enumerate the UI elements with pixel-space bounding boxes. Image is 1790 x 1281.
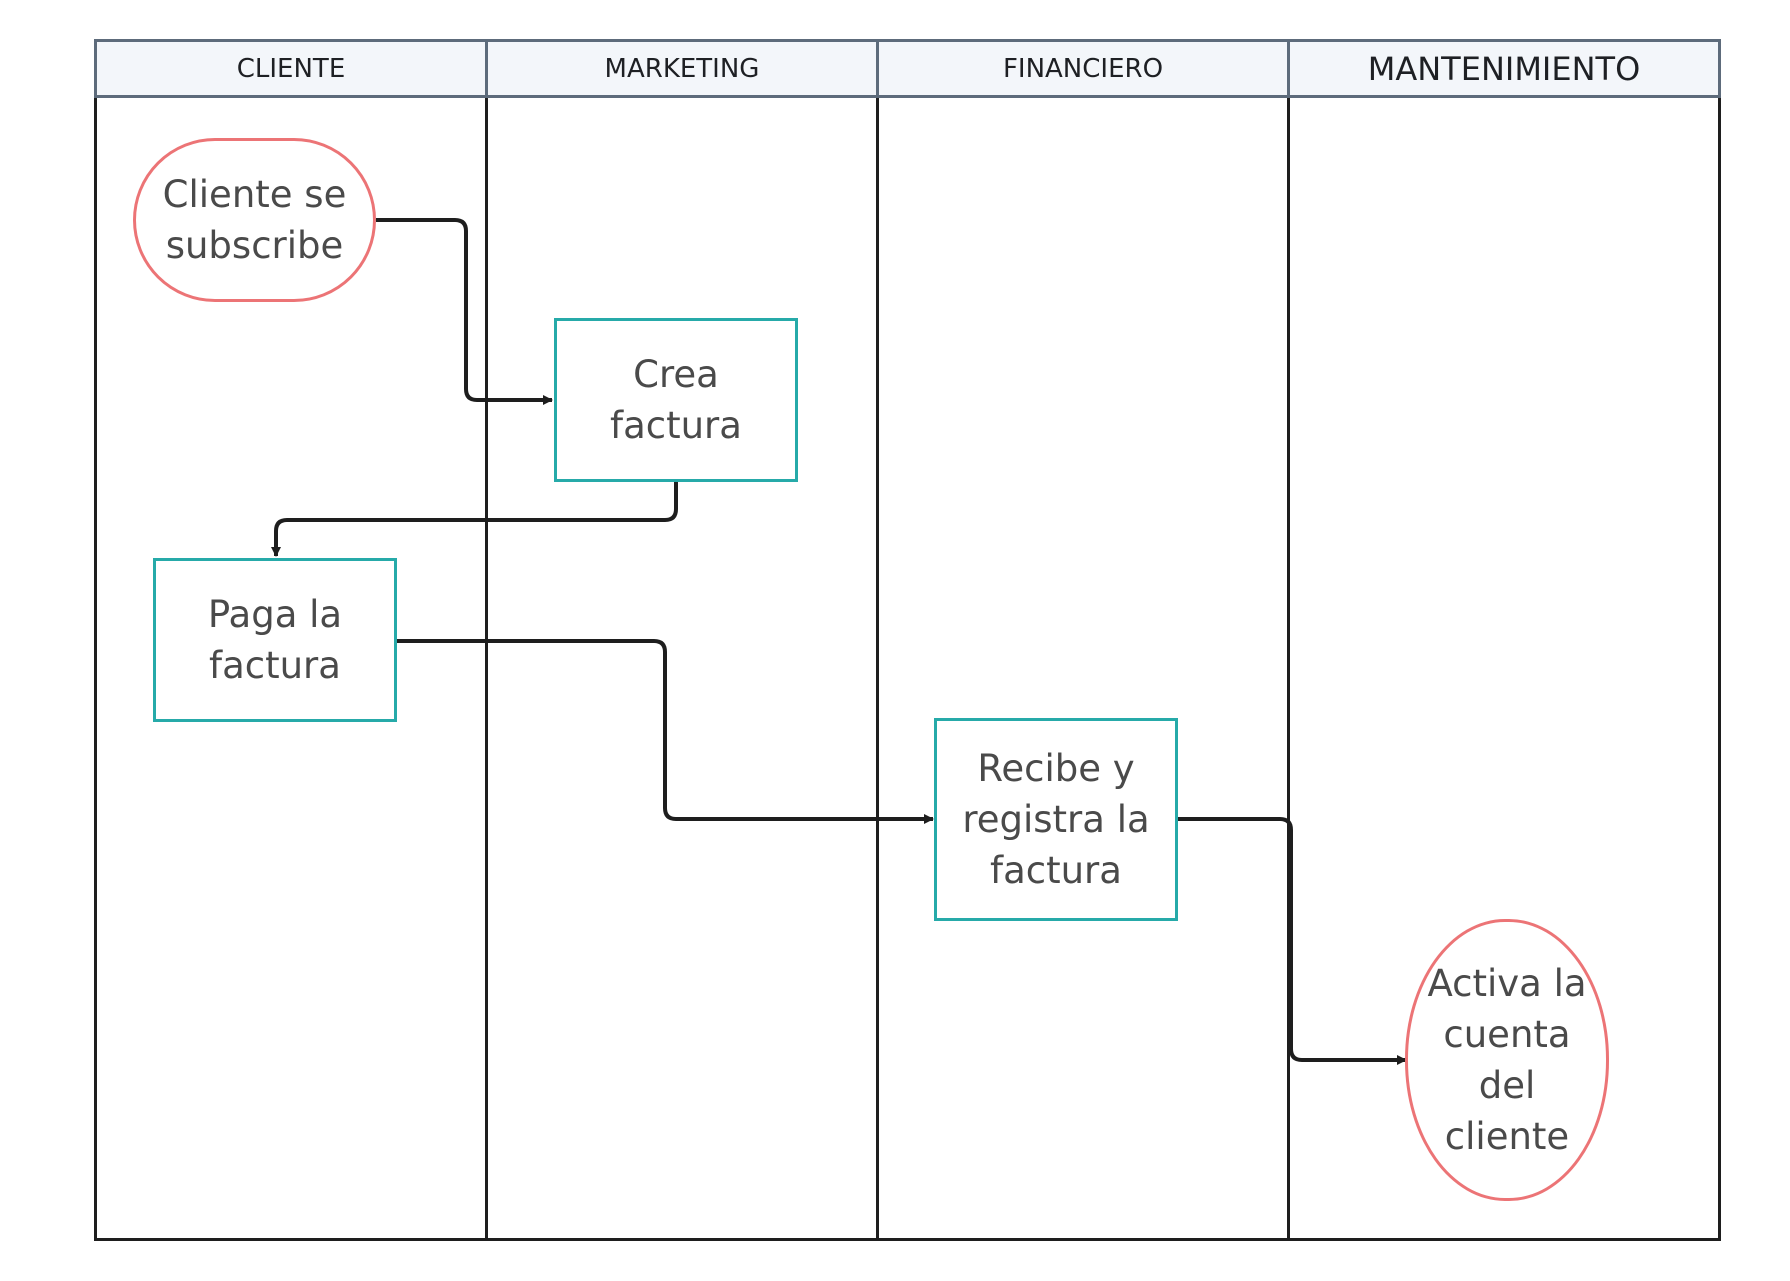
lane-mantenimiento (1287, 98, 1721, 1241)
edge-register-to-activate-account (1178, 817, 1407, 1065)
start-node-label: Cliente se subscribe (162, 172, 347, 267)
register-invoice-node: Recibe y registra la factura (934, 718, 1178, 921)
lane-header-cliente: CLIENTE (94, 39, 488, 98)
lane-marketing (485, 98, 879, 1241)
lane-header-marketing: MARKETING (485, 39, 879, 98)
edge-start-to-create-invoice (376, 218, 553, 405)
edge-create-to-pay-invoice (271, 482, 678, 557)
create-invoice-label: Crea factura (610, 352, 742, 447)
activate-account-label: Activa la cuenta del cliente (1427, 961, 1587, 1159)
lane-cliente (94, 98, 488, 1241)
start-node: Cliente se subscribe (133, 138, 376, 302)
lane-header-financiero: FINANCIERO (876, 39, 1290, 98)
pay-invoice-node: Paga la factura (153, 558, 397, 722)
pay-invoice-label: Paga la factura (207, 592, 343, 687)
edge-pay-to-register-invoice (397, 639, 934, 824)
lane-financiero (876, 98, 1290, 1241)
create-invoice-node: Crea factura (554, 318, 798, 482)
register-invoice-label: Recibe y registra la factura (962, 746, 1150, 893)
activate-account-node: Activa la cuenta del cliente (1405, 919, 1609, 1201)
lane-header-mantenimiento: MANTENIMIENTO (1287, 39, 1721, 98)
